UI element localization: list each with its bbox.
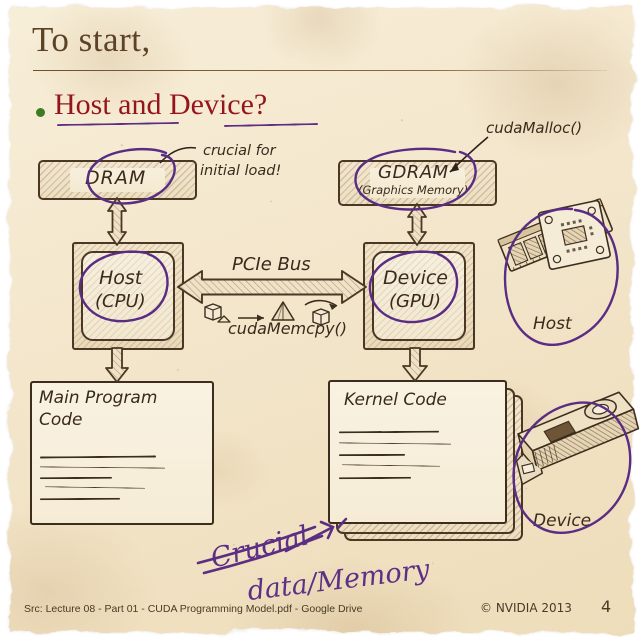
annotation-crucial-line2: initial load! <box>200 163 282 179</box>
main-program-label-line2: Code <box>39 410 83 430</box>
main-program-label-line1: Main Program <box>39 388 158 408</box>
photo-host-caption: Host <box>533 314 572 334</box>
kernel-code-line-3 <box>338 453 406 457</box>
dram-label: DRAM <box>85 167 147 189</box>
bullet-heading: Host and Device? <box>54 88 268 121</box>
bullet-marker-dot <box>36 108 45 117</box>
page-title: To start, <box>32 20 151 59</box>
pcie-bus-label: PCIe Bus <box>232 254 311 275</box>
gdram-label: GDRAM <box>378 162 449 183</box>
title-divider <box>33 70 607 71</box>
kernel-code-box <box>328 380 507 524</box>
photo-device-caption: Device <box>533 511 592 531</box>
device-gpu-sublabel: (GPU) <box>389 291 442 312</box>
gdram-sublabel: (Graphics Memory) <box>358 183 469 197</box>
host-cpu-label: Host <box>99 267 143 289</box>
kernel-code-label: Kernel Code <box>344 390 447 410</box>
main-code-line-3 <box>39 476 113 480</box>
annotation-crucial-line1: crucial for <box>203 143 276 159</box>
footer-source: Src: Lecture 08 - Part 01 - CUDA Program… <box>24 603 363 615</box>
device-gpu-label: Device <box>383 267 448 289</box>
host-cpu-sublabel: (CPU) <box>95 291 146 312</box>
footer-page-number: 4 <box>601 597 612 616</box>
footer-copyright: © NVIDIA 2013 <box>480 601 572 615</box>
annotation-cuda-malloc: cudaMalloc() <box>486 119 583 137</box>
cuda-memcpy-label: cudaMemcpy() <box>228 319 348 338</box>
